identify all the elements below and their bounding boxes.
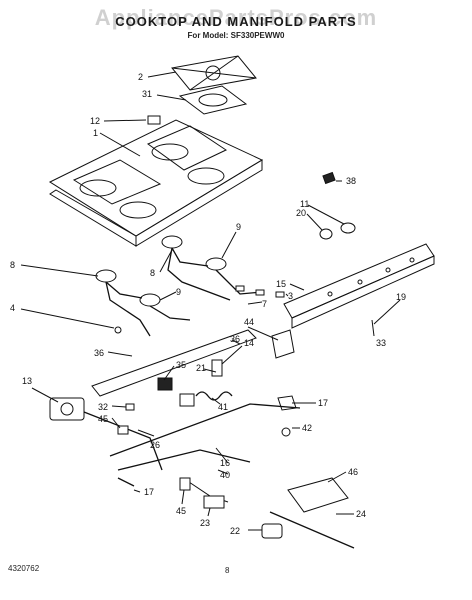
- callout-7: 7: [262, 299, 267, 309]
- callout-16: 14: [244, 338, 254, 348]
- pressure-regulator: [49, 397, 85, 421]
- orifice-hoods: [235, 285, 285, 298]
- ignition-switch: [211, 359, 223, 377]
- callout-13: 13: [22, 376, 32, 386]
- panel-bracket: [271, 329, 295, 359]
- callout-36b: 36: [94, 348, 104, 358]
- callout-9a: 9: [236, 222, 241, 232]
- mounting-screw: [114, 326, 122, 334]
- callout-21: 21: [196, 363, 206, 373]
- cooktop-panel: [48, 119, 264, 247]
- ignition-module: [157, 377, 173, 391]
- model-subtitle: For Model: SF330PEWW0: [187, 31, 285, 40]
- callout-41: 40: [220, 470, 230, 480]
- callout-8a: 8: [10, 260, 15, 270]
- cooktop-clip: [147, 115, 161, 125]
- callout-45: 45: [176, 506, 186, 516]
- callout-8b: 8: [150, 268, 155, 278]
- burner-assembly-front: [95, 269, 191, 337]
- burner-support-bracket: [91, 329, 257, 397]
- callout-12: 12: [90, 116, 100, 126]
- tube-clip: [117, 425, 129, 435]
- leader-lines: [20, 71, 401, 531]
- callout-23: 23: [200, 518, 210, 528]
- wire-connector: [179, 477, 191, 491]
- callout-40: 44: [244, 317, 254, 327]
- callout-44: 45: [98, 414, 108, 424]
- callout-labels: 2 31 12 1 38 11 20 9 8 8 15 9 3 7 4 44 1…: [10, 72, 406, 536]
- callout-26: 26: [150, 440, 160, 450]
- spark-igniter: [261, 523, 283, 539]
- callout-11: 11: [300, 199, 309, 209]
- callout-1: 1: [93, 128, 98, 138]
- callout-38: 38: [346, 176, 356, 186]
- burner-tube: [269, 511, 355, 549]
- insulation-pad: [287, 477, 349, 513]
- valve-seal: [340, 222, 356, 234]
- diagram-title: COOKTOP AND MANIFOLD PARTS: [115, 14, 357, 29]
- burner-grate: [171, 55, 257, 91]
- callout-22: 22: [230, 526, 240, 536]
- callout-24: 24: [356, 509, 366, 519]
- callout-2: 2: [138, 72, 143, 82]
- burner-assembly-rear: [161, 235, 263, 301]
- callout-35: 35: [176, 360, 186, 370]
- spark-electrode: [203, 495, 225, 509]
- callout-33: 33: [376, 338, 386, 348]
- callout-19: 19: [396, 292, 406, 302]
- wire-bracket: [117, 477, 135, 487]
- hex-nut: [281, 427, 291, 437]
- callout-42: 42: [302, 423, 312, 433]
- callout-3: 3: [288, 291, 293, 301]
- watermark: AppliancePartsPros.com: [94, 5, 378, 30]
- callout-9b: 9: [176, 287, 181, 297]
- callout-14: 16: [220, 458, 230, 468]
- manifold-panel: [283, 243, 435, 329]
- callout-20: 20: [296, 208, 306, 218]
- callout-39: 41: [218, 402, 228, 412]
- callout-36a: 36: [230, 334, 240, 344]
- document-number: 4320762: [8, 564, 40, 573]
- callout-31: 31: [142, 89, 152, 99]
- callout-18: 17: [318, 398, 328, 408]
- control-knob: [322, 171, 336, 185]
- page-number: 8: [225, 566, 230, 575]
- callout-15: 15: [276, 279, 286, 289]
- callout-32: 32: [98, 402, 108, 412]
- burner-bowl: [178, 85, 248, 115]
- bracket-screw: [125, 403, 135, 411]
- gas-tubing: [83, 403, 301, 471]
- callout-46: 46: [348, 467, 358, 477]
- valve-bezel: [319, 228, 333, 240]
- callout-4: 4: [10, 303, 15, 313]
- callout-17: 17: [144, 487, 154, 497]
